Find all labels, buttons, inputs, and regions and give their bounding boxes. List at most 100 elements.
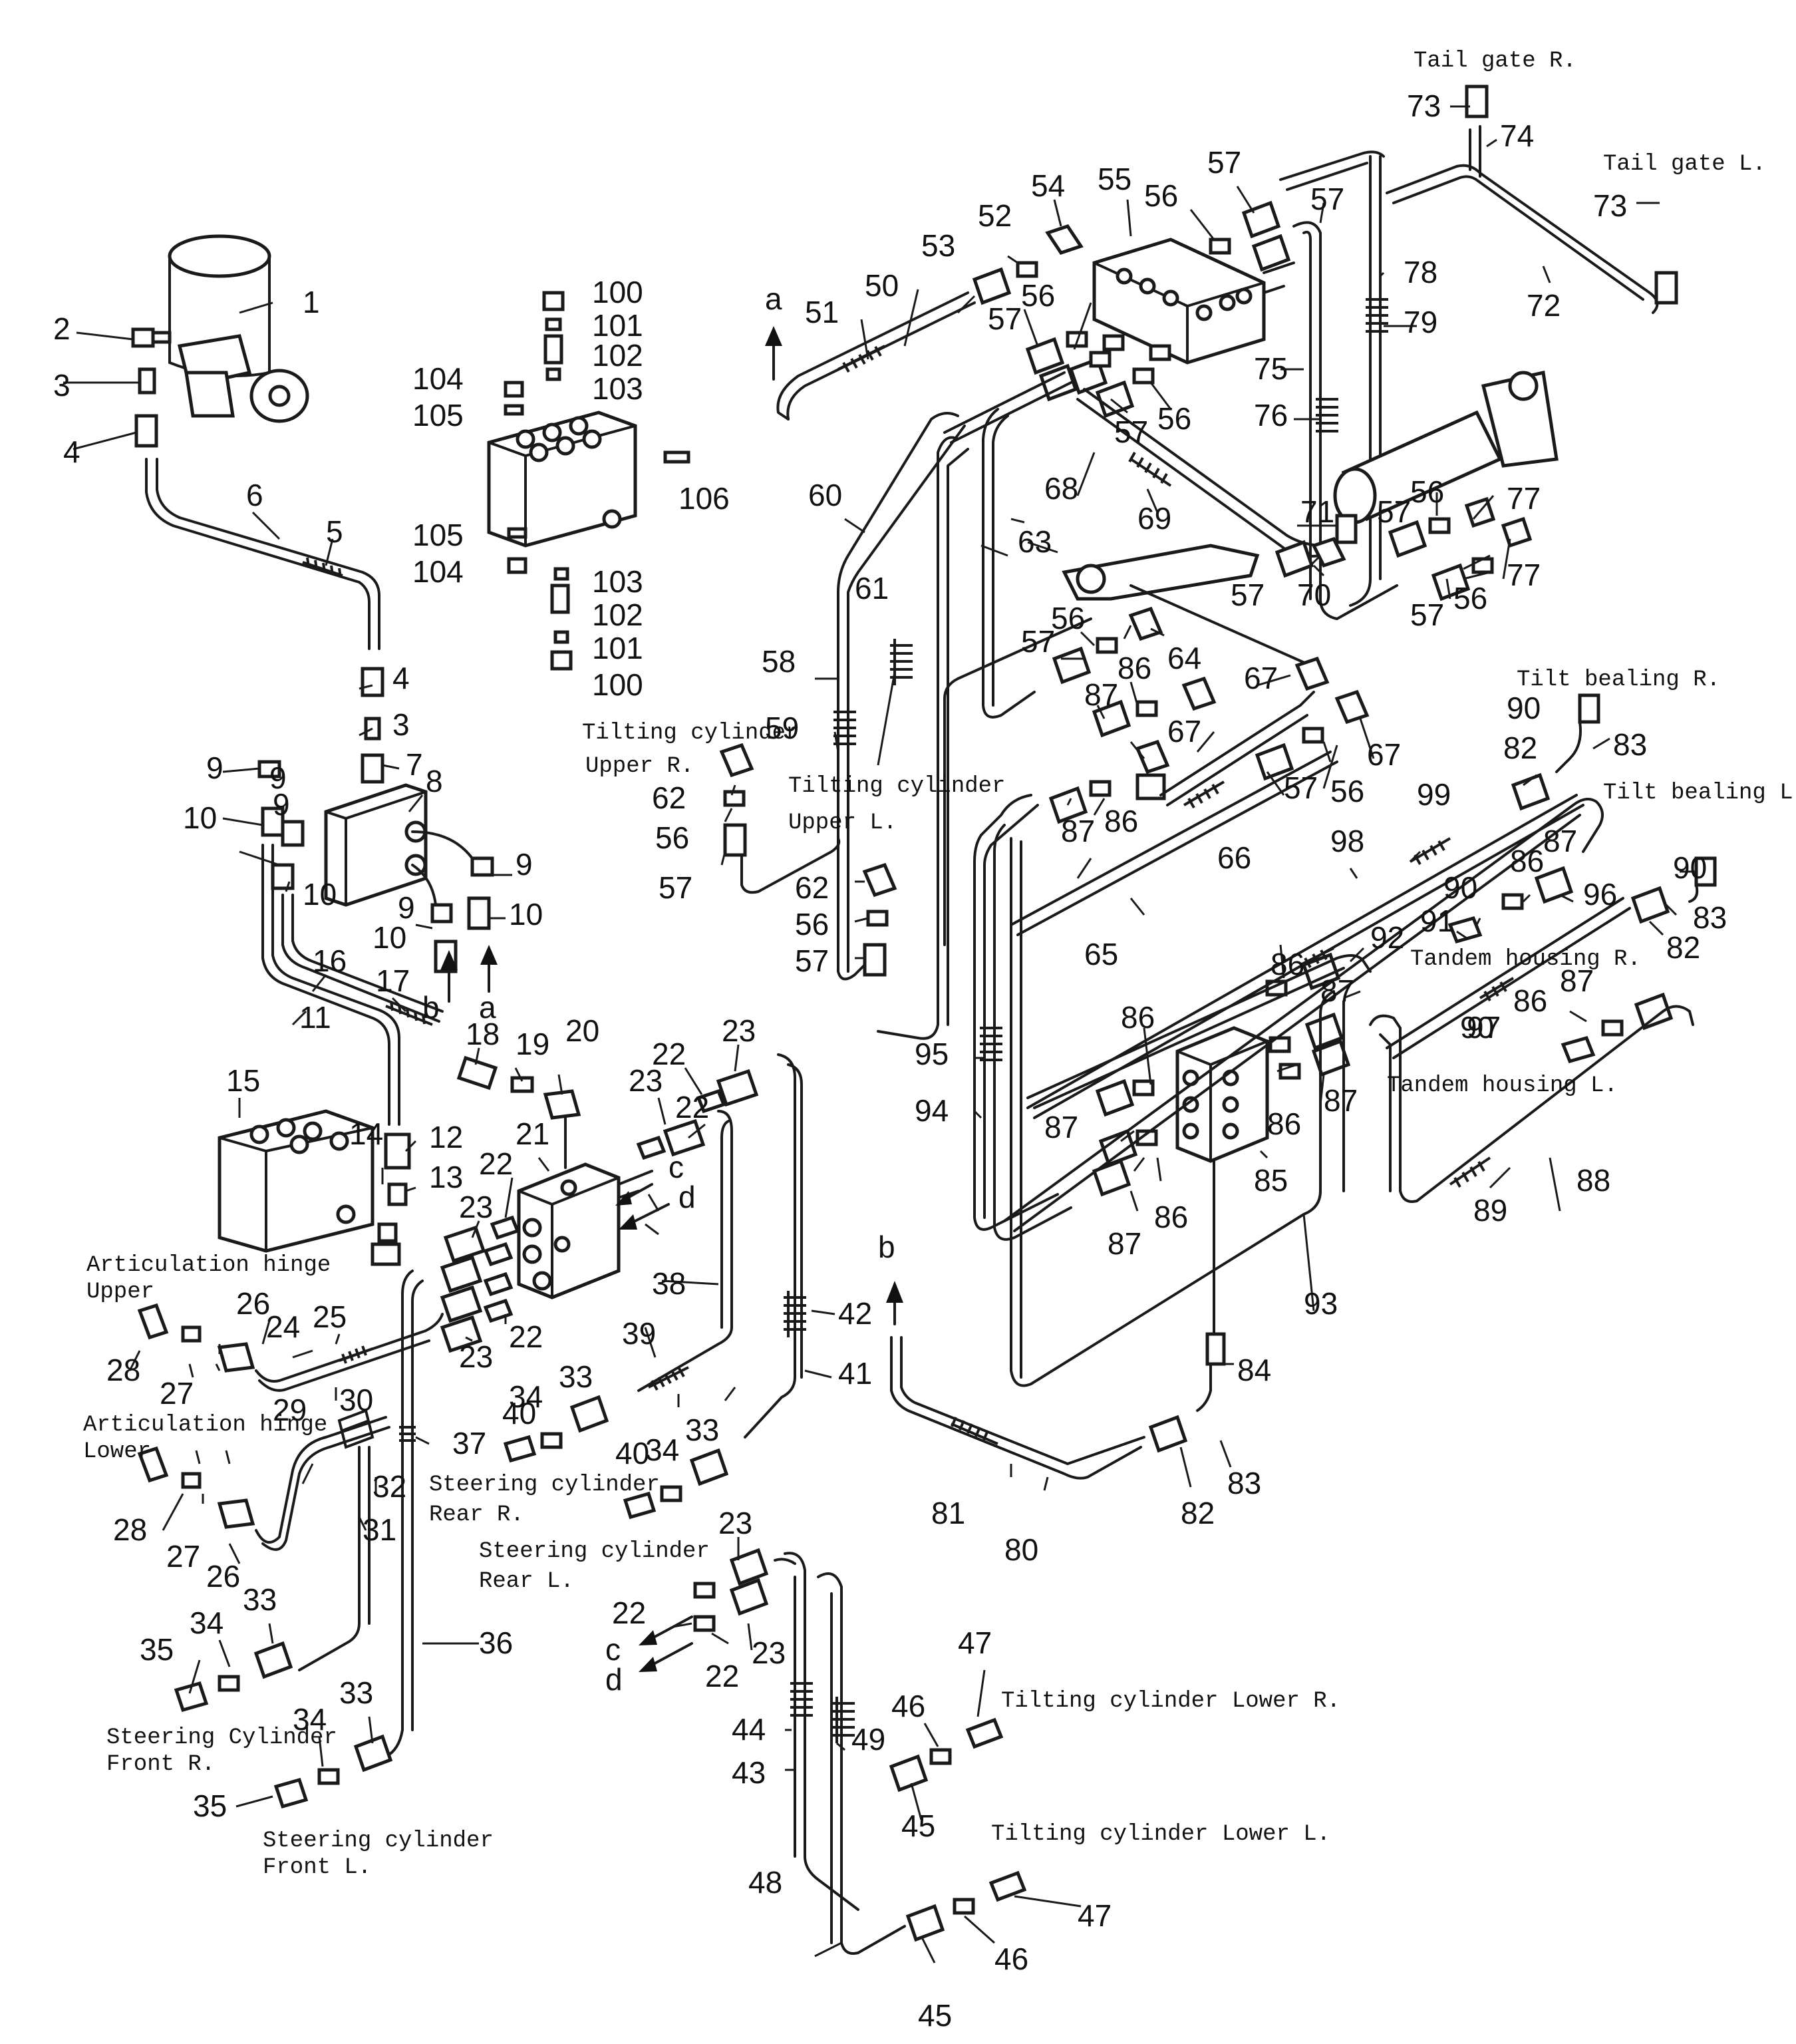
callout: 104 — [412, 554, 464, 589]
callout: 37 — [452, 1426, 486, 1460]
callout: 51 — [805, 295, 839, 329]
arrow-b-left — [440, 950, 458, 1003]
distributor-block-100-106 — [487, 291, 690, 671]
hose-guard-81 — [951, 1417, 998, 1445]
callout: 83 — [1227, 1466, 1261, 1500]
callout: 102 — [592, 338, 643, 373]
callout: 21 — [516, 1116, 549, 1151]
hose-66 — [1159, 691, 1315, 796]
part-callouts: 1 2 3 4 6 5 4 3 7 8 9 9 10 9 10 9 9 10 1… — [53, 88, 1727, 2033]
arrow-c-upper — [615, 1183, 653, 1206]
callout: 57 — [988, 301, 1022, 336]
fittings-18-19-20 — [456, 1055, 581, 1120]
pump-fitting-2 — [131, 327, 172, 348]
caption-tilting-lower-l: Tilting cylinder Lower L. — [991, 1822, 1330, 1847]
fittings-70-71 — [1274, 514, 1358, 578]
arrow-c-lower — [639, 1616, 693, 1645]
callout: 34 — [645, 1433, 679, 1467]
callout: 9 — [273, 787, 290, 822]
callout: 83 — [1613, 727, 1647, 762]
callout: 87 — [1061, 814, 1095, 848]
callout: 87 — [1108, 1226, 1141, 1261]
caption-articulation-upper-1: Articulation hinge — [86, 1253, 331, 1278]
arrow-b-right — [886, 1281, 903, 1325]
callout: 57 — [1207, 145, 1241, 180]
hose-guard-30-32 — [337, 1409, 374, 1449]
callout: 56 — [1051, 601, 1085, 635]
callout: 63 — [1018, 524, 1052, 559]
callout: 35 — [140, 1632, 174, 1667]
caption-steering-front-l-2: Front L. — [263, 1855, 371, 1880]
caption-steering-front-r-2: Front R. — [106, 1752, 215, 1777]
callout: 90 — [1443, 870, 1477, 905]
fittings-56-57-64-67 — [1052, 606, 1370, 800]
caption-tilting-cyl-upper-r-2: Upper R. — [585, 754, 694, 779]
callout: 99 — [1417, 777, 1451, 812]
callout: 106 — [678, 481, 730, 516]
fittings-52-53-54-56-57-top — [972, 200, 1291, 419]
callout: 10 — [509, 897, 543, 932]
callout: 98 — [1330, 824, 1364, 858]
caption-tilting-cyl-upper-l-1: Tilting cylinder — [788, 774, 1005, 799]
callout: 41 — [838, 1356, 872, 1391]
arrow-letters: a b a c d b c d — [422, 281, 895, 1697]
callout: 56 — [1021, 278, 1055, 313]
callout: 53 — [921, 228, 955, 263]
arrow-a-top — [765, 326, 782, 381]
caption-tail-gate-r: Tail gate R. — [1414, 49, 1576, 74]
callout: 4 — [63, 434, 80, 469]
callout: 23 — [718, 1506, 752, 1540]
callout: 69 — [1137, 501, 1171, 536]
callout: 49 — [851, 1722, 885, 1757]
caption-steering-rear-l-2: Rear L. — [479, 1569, 574, 1594]
arrow-label-b-left: b — [422, 990, 440, 1025]
callout: 74 — [1500, 118, 1534, 153]
callout: 27 — [166, 1539, 200, 1574]
callout: 56 — [655, 820, 689, 855]
callout: 16 — [313, 943, 347, 978]
hose-31 — [298, 1446, 361, 1671]
callout: 20 — [565, 1013, 599, 1048]
callout: 4 — [392, 661, 410, 695]
callout: 94 — [915, 1093, 949, 1128]
callout: 87 — [1044, 1110, 1078, 1144]
fittings-86-87 — [1048, 699, 1674, 1197]
callout: 1 — [303, 285, 320, 319]
caption-steering-rear-r-2: Rear R. — [429, 1502, 524, 1528]
callout: 23 — [752, 1635, 786, 1670]
hose-41 — [744, 1053, 796, 1439]
hose-93 — [1010, 837, 1335, 1387]
distributor-block-8 — [324, 667, 428, 907]
callout: 68 — [1044, 471, 1078, 506]
caption-tilting-cyl-upper-r-1: Tilting cylinder — [582, 721, 799, 746]
callout: 100 — [592, 275, 643, 309]
caption-articulation-lower-1: Articulation hinge — [83, 1413, 327, 1438]
hose-88 — [1369, 1005, 1694, 1203]
fittings-22-23-lower — [693, 1548, 769, 1632]
callout: 44 — [732, 1712, 766, 1747]
callout: 82 — [1666, 930, 1700, 965]
callout: 23 — [722, 1013, 756, 1048]
callout: 86 — [1104, 804, 1138, 838]
fittings-22-23-block-21 — [440, 1069, 759, 1353]
callout: 17 — [376, 963, 410, 998]
callout: 52 — [978, 198, 1012, 233]
callout: 13 — [429, 1160, 463, 1194]
callout: 33 — [243, 1582, 277, 1617]
callout: 79 — [1404, 305, 1437, 339]
callout: 77 — [1507, 558, 1541, 592]
arrow-label-b-right: b — [878, 1230, 895, 1264]
callout: 87 — [1560, 963, 1594, 998]
callout: 64 — [1167, 641, 1201, 675]
callout: 87 — [1084, 677, 1118, 712]
callout: 40 — [615, 1436, 649, 1470]
callout: 62 — [652, 780, 686, 815]
callout: 57 — [1310, 182, 1344, 216]
callout: 86 — [1513, 983, 1547, 1018]
callout: 56 — [795, 907, 829, 941]
callout: 22 — [479, 1146, 513, 1181]
callout: 22 — [509, 1319, 543, 1354]
hose-65 — [1010, 751, 1338, 936]
callout: 57 — [1377, 494, 1411, 529]
caption-steering-front-r-1: Steering Cylinder — [106, 1725, 337, 1751]
